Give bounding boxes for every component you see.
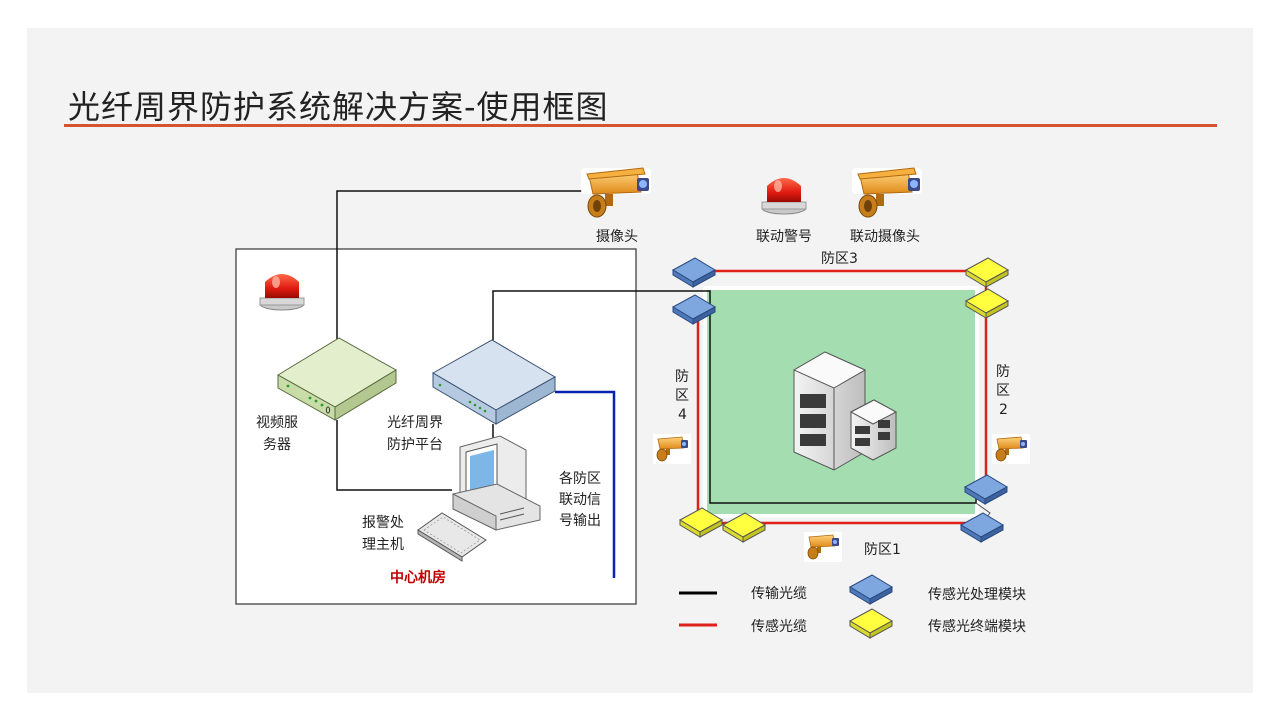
zone2-camera-icon <box>991 433 1031 465</box>
legend-processing-module-icon <box>849 574 893 605</box>
zone2-label-line1: 防 <box>996 364 1010 380</box>
transmission-cable-camera <box>336 190 590 340</box>
title-underline <box>64 124 1217 127</box>
alarm-host-label: 报警处 <box>362 515 404 531</box>
zone1-camera-icon <box>803 531 843 563</box>
zone-output-label: 各防区 <box>559 471 601 487</box>
zone4-label-line1: 防 <box>675 369 689 385</box>
zone2-label-line2: 区 <box>996 383 1010 399</box>
platform-label: 光纤周界 <box>387 415 443 431</box>
camera-label: 摄像头 <box>596 229 638 245</box>
transmission-cable-platform <box>492 290 977 504</box>
video-server-label: 视频服 <box>256 415 298 431</box>
zone-output-line <box>555 390 616 578</box>
legend-sensing-label: 传感光缆 <box>751 618 807 635</box>
linked-camera-label: 联动摄像头 <box>850 229 920 245</box>
slide-title: 光纤周界防护系统解决方案-使用框图 <box>68 88 609 126</box>
zone4-label-line2: 区 <box>675 388 689 404</box>
legend-processing-module-label: 传感光处理模块 <box>928 586 1026 603</box>
legend: 传输光缆 传感光缆 传感光处理模块 传感光终端模块 <box>679 574 1026 639</box>
transmission-cable-server-host <box>336 420 452 491</box>
platform-label-line2: 防护平台 <box>387 437 443 453</box>
platform-icon <box>431 339 557 425</box>
linked-camera-icon <box>851 167 923 218</box>
zone4-label-line3: 4 <box>678 407 687 423</box>
legend-terminal-module-icon <box>849 608 893 639</box>
linked-alarm-label: 联动警号 <box>756 229 812 245</box>
zone1-label: 防区1 <box>864 542 901 558</box>
keyboard-icon <box>417 512 487 562</box>
processing-module-icon <box>672 257 716 288</box>
terminal-module-icon <box>965 257 1009 288</box>
video-server-icon <box>277 337 397 421</box>
computer-icon <box>452 424 541 531</box>
zone-output-label-line3: 号输出 <box>559 513 601 529</box>
building-icon <box>792 351 898 471</box>
zone3-label: 防区3 <box>821 251 858 267</box>
legend-terminal-module-label: 传感光终端模块 <box>928 618 1026 635</box>
zone-output-label-line2: 联动信 <box>559 492 601 508</box>
zone2-label-line3: 2 <box>999 402 1008 418</box>
zone4-camera-icon <box>652 433 692 465</box>
alarm-host-label-line2: 理主机 <box>362 537 404 553</box>
camera-icon <box>580 167 652 218</box>
legend-transmission-label: 传输光缆 <box>751 586 807 602</box>
linked-alarm-icon <box>761 177 807 215</box>
video-server-label-line2: 务器 <box>263 437 291 453</box>
slide-background <box>27 28 1253 693</box>
control-room-label: 中心机房 <box>390 569 446 586</box>
